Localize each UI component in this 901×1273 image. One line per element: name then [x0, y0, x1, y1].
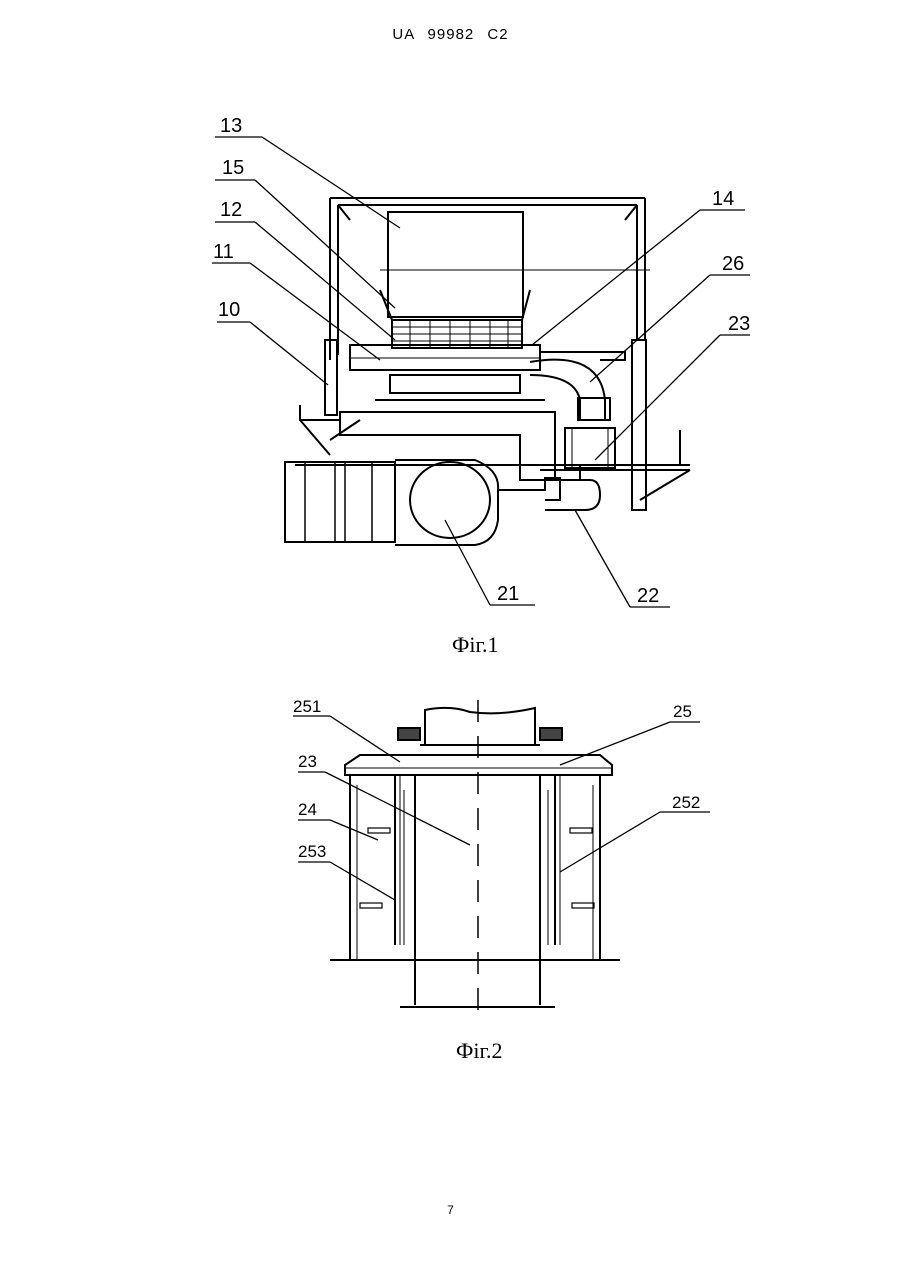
fig1-label-21: 21	[497, 583, 519, 605]
fig1-label-15: 15	[222, 157, 244, 179]
fig1-label-14: 14	[712, 188, 734, 210]
fig1-label-13: 13	[220, 115, 242, 137]
fig1-label-26: 26	[722, 253, 744, 275]
fig2-label-25: 25	[673, 702, 692, 721]
page-number: 7	[0, 1203, 901, 1217]
fig2-label-23: 23	[298, 752, 317, 771]
fig2-label-251: 251	[293, 697, 321, 716]
fig2-label-252: 252	[672, 793, 700, 812]
fig1-label-23: 23	[728, 313, 750, 335]
fig2-label-253: 253	[298, 842, 326, 861]
fig1-label-12: 12	[220, 199, 242, 221]
fig2-label-24: 24	[298, 800, 317, 819]
fig1-label-11: 11	[213, 241, 234, 263]
figure-1-caption: Фіг.1	[452, 632, 499, 658]
fig1-label-22: 22	[637, 585, 659, 607]
figure-2-caption: Фіг.2	[456, 1038, 503, 1064]
fig1-label-10: 10	[218, 299, 240, 321]
